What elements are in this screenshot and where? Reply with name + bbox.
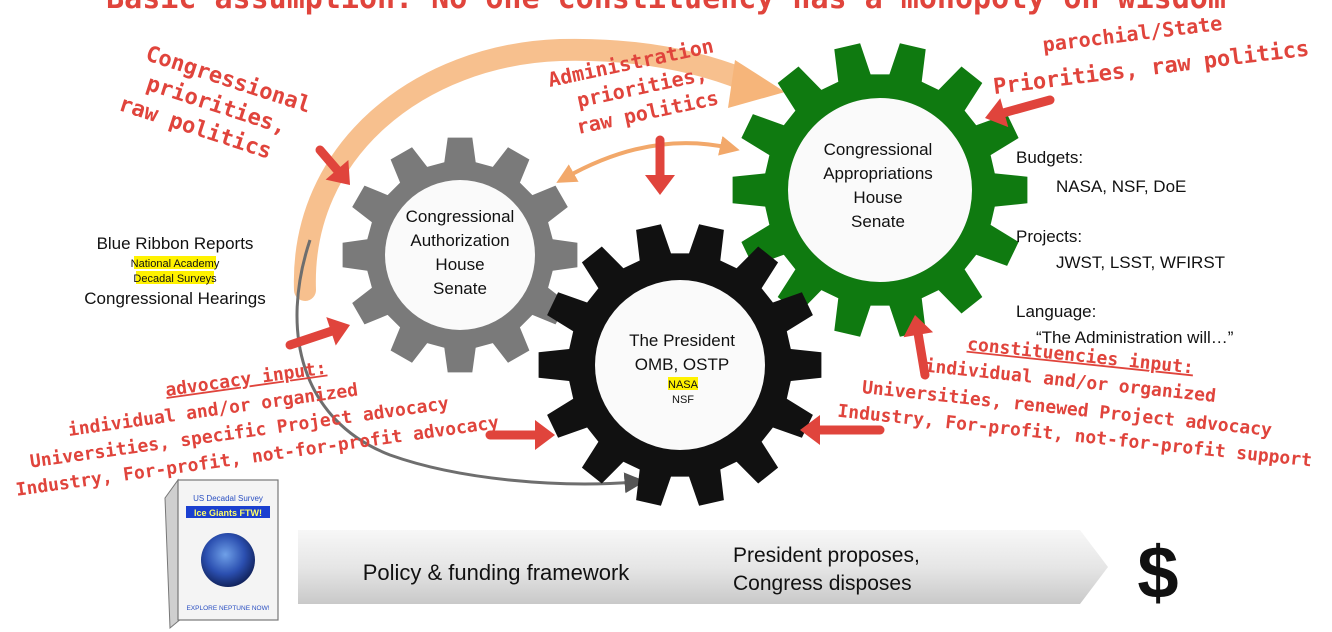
flow-step1: Policy & funding framework <box>363 560 631 585</box>
national-academy: National Academy <box>131 258 220 270</box>
national-academy-highlight <box>134 256 216 269</box>
approp-line4: Senate <box>851 212 905 231</box>
arrow-constituencies-up-head <box>903 315 934 338</box>
projects-value: JWST, LSST, WFIRST <box>1056 253 1225 272</box>
president-gear-label: The President OMB, OSTP NASA NSF <box>629 331 735 406</box>
neptune-image <box>201 533 255 587</box>
book-title1: US Decadal Survey <box>193 494 263 503</box>
dollar-sign: $ <box>1137 531 1178 614</box>
arrow-advocacy-up-shaft <box>285 326 336 350</box>
advocacy-annotation: advocacy input: individual and/or organi… <box>14 358 500 501</box>
auth-line1: Congressional <box>406 207 515 226</box>
arrow-constituencies-up-shaft <box>913 330 930 380</box>
arrow-parochial-head <box>985 98 1009 128</box>
orange-arc-arrowhead <box>728 60 785 108</box>
president-gear-hub <box>595 280 765 450</box>
arrow-congressional-head <box>325 160 350 185</box>
appropriations-gear <box>732 43 1028 337</box>
red-arrows <box>285 95 1055 450</box>
flow-step2-line1: President proposes, <box>733 544 920 567</box>
authorization-gear-hub <box>385 180 535 330</box>
pres-line3: NASA <box>668 379 699 391</box>
auth-line2: Authorization <box>410 231 509 250</box>
flow-step2-line2: Congress disposes <box>733 572 912 595</box>
top-banner: Basic assumption: No one constituency ha… <box>106 0 1226 16</box>
flow-arrows: Policy & funding framework President pro… <box>298 530 1179 614</box>
congressional-annotation: Congressional priorities, raw politics <box>116 42 314 165</box>
book-title2: Ice Giants FTW! <box>194 508 262 518</box>
decadal-surveys-highlight <box>136 271 214 284</box>
pres-line4: NSF <box>672 394 694 406</box>
approp-line3: House <box>853 188 902 207</box>
approp-line1: Congressional <box>824 140 933 159</box>
pres-line1: The President <box>629 331 735 350</box>
orange-arc-arrow <box>293 38 756 301</box>
flow-arrow-2 <box>686 530 1108 604</box>
congressional-hearings: Congressional Hearings <box>84 289 265 308</box>
arrow-advocacy-up-head <box>326 317 350 346</box>
arrow-congressional-shaft <box>315 145 342 175</box>
authorization-gear-label: Congressional Authorization House Senate <box>406 207 515 298</box>
decadal-survey-book: US Decadal Survey Ice Giants FTW! EXPLOR… <box>164 478 279 630</box>
decadal-surveys: Decadal Surveys <box>133 273 217 285</box>
parochial-line2: Priorities, raw politics <box>992 36 1311 100</box>
budgets-label: Budgets: <box>1016 148 1083 167</box>
president-gear <box>538 224 822 506</box>
appropriations-gear-hub <box>788 98 972 282</box>
gray-curved-arrow <box>295 239 646 494</box>
budgets-value: NASA, NSF, DoE <box>1056 177 1186 196</box>
appropriations-gear-label: Congressional Appropriations House Senat… <box>823 140 933 231</box>
language-label: Language: <box>1016 302 1096 321</box>
nasa-highlight <box>668 377 698 390</box>
arrow-administration-head <box>645 175 675 195</box>
authorization-gear <box>342 137 578 373</box>
arrow-advocacy-right-head <box>535 420 555 450</box>
arrow-constituencies-left-head <box>800 415 820 445</box>
auth-line3: House <box>435 255 484 274</box>
auth-line4: Senate <box>433 279 487 298</box>
arrow-parochial-shaft <box>999 95 1055 118</box>
right-panel: Budgets: NASA, NSF, DoE Projects: JWST, … <box>1016 148 1234 347</box>
approp-line2: Appropriations <box>823 164 933 183</box>
book-title-bar <box>186 506 270 518</box>
language-value: “The Administration will…” <box>1036 328 1234 347</box>
flow-arrow-1 <box>298 530 716 604</box>
projects-label: Projects: <box>1016 227 1082 246</box>
double-arrow-auth-approp <box>556 136 740 183</box>
blue-ribbon-reports: Blue Ribbon Reports <box>97 234 254 253</box>
book-footer: EXPLORE NEPTUNE NOW! <box>186 605 269 612</box>
left-panel: Blue Ribbon Reports National Academy Dec… <box>84 234 265 308</box>
pres-line2: OMB, OSTP <box>635 355 729 374</box>
